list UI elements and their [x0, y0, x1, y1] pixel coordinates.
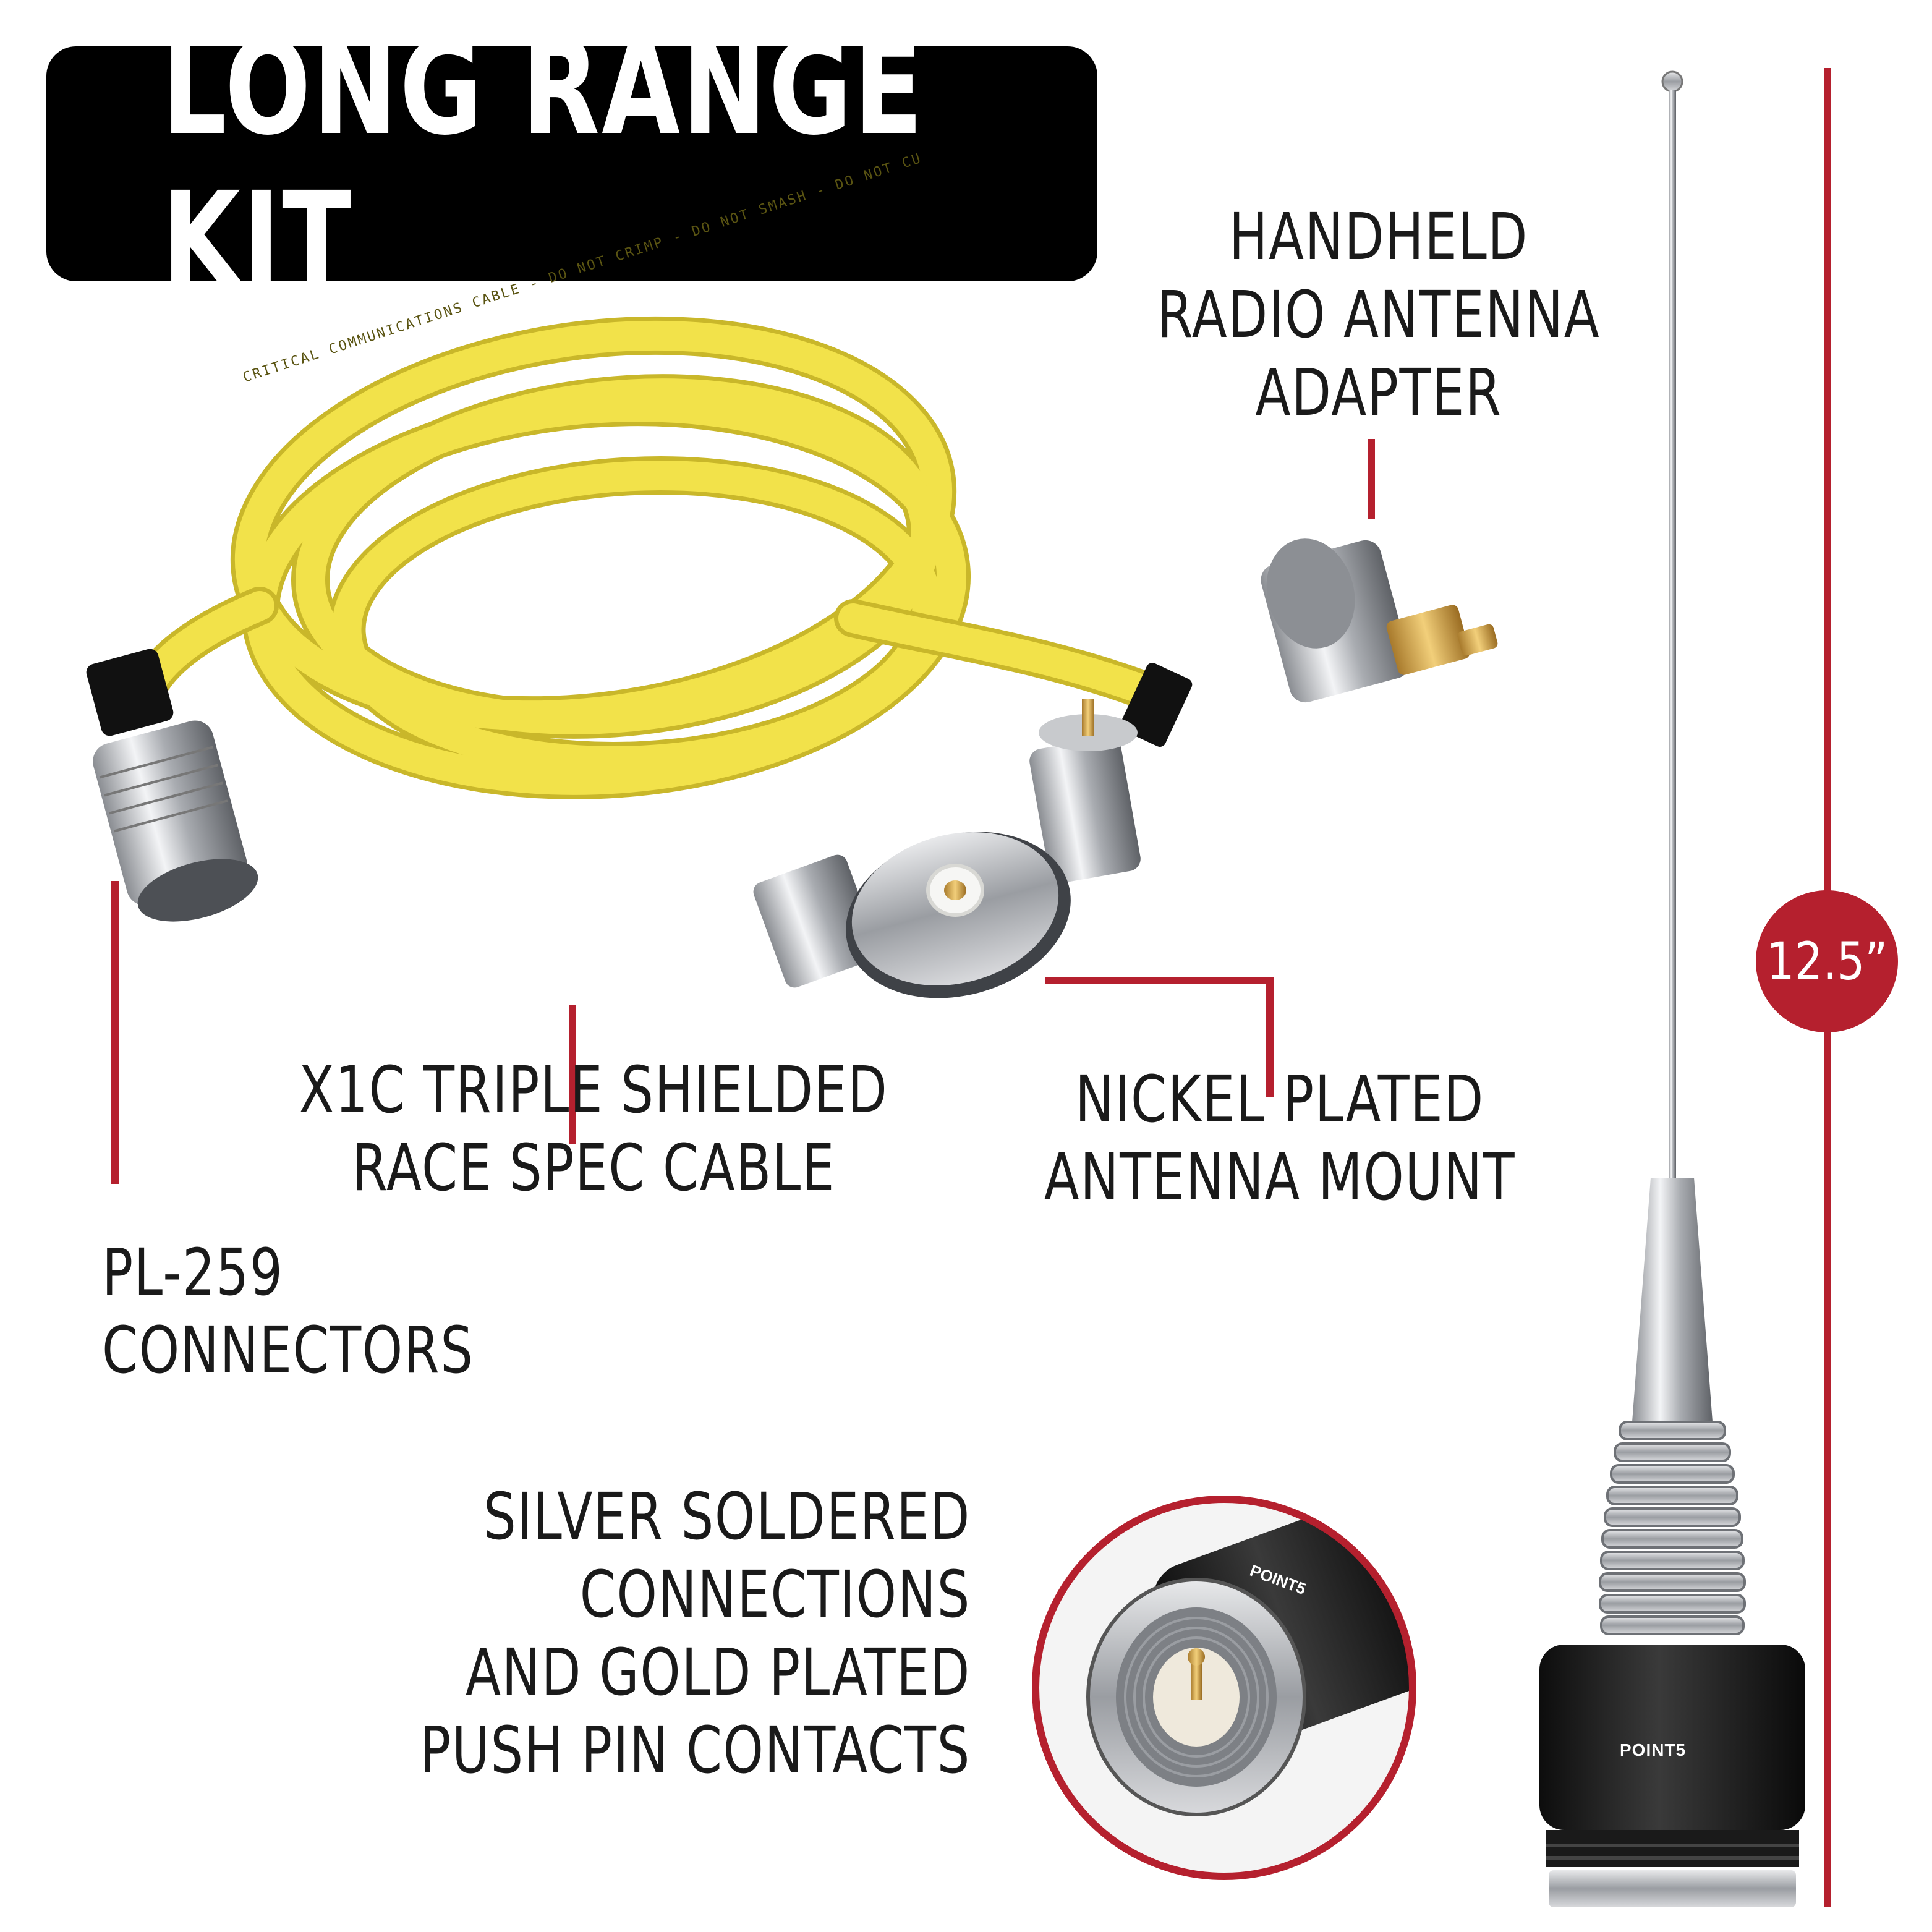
label-cable: X1C TRIPLE SHIELDED RACE SPEC CABLE	[277, 1051, 910, 1207]
label-adapter-line-2: RADIO ANTENNA	[1157, 277, 1601, 352]
connectors-callout-line	[111, 881, 119, 1184]
whip-antenna	[1539, 70, 1805, 1907]
label-solder: SILVER SOLDERED CONNECTIONS AND GOLD PLA…	[343, 1478, 971, 1789]
adapter-callout-line	[1368, 439, 1375, 519]
label-adapter: HANDHELD RADIO ANTENNA ADAPTER	[1156, 198, 1601, 432]
label-solder-line-2: CONNECTIONS	[579, 1557, 971, 1632]
label-solder-line-3: AND GOLD PLATED	[466, 1635, 971, 1710]
pl259-connector-right	[1029, 663, 1193, 883]
label-connectors: PL-259 CONNECTORS	[102, 1233, 474, 1389]
label-adapter-line-3: ADAPTER	[1255, 355, 1502, 430]
mount-callout-horizontal	[1045, 977, 1274, 984]
mount-callout-vertical	[1266, 977, 1274, 1097]
label-cable-line-2: RACE SPEC CABLE	[351, 1130, 836, 1206]
label-solder-line-1: SILVER SOLDERED	[483, 1479, 971, 1554]
antenna-brand-mark: POINT5	[1620, 1740, 1687, 1760]
antenna-adapter	[1261, 538, 1498, 703]
antenna-height-badge: 12.5”	[1756, 890, 1898, 1032]
label-cable-line-1: X1C TRIPLE SHIELDED	[299, 1052, 888, 1128]
label-mount: NICKEL PLATED ANTENNA MOUNT	[1032, 1060, 1527, 1216]
antenna-mount	[753, 832, 1071, 998]
pl259-connector-left	[86, 649, 258, 922]
label-connectors-line-1: PL-259	[102, 1235, 284, 1310]
label-solder-line-4: PUSH PIN CONTACTS	[420, 1713, 971, 1788]
cable-callout-line	[569, 1005, 576, 1144]
coax-cable-coil	[123, 316, 1169, 799]
antenna-height-value: 12.5”	[1766, 931, 1887, 992]
label-mount-line-2: ANTENNA MOUNT	[1044, 1139, 1516, 1215]
label-connectors-line-2: CONNECTORS	[102, 1313, 474, 1388]
inset-closeup	[1032, 1496, 1416, 1880]
label-mount-line-1: NICKEL PLATED	[1075, 1062, 1484, 1137]
label-adapter-line-1: HANDHELD	[1228, 199, 1529, 274]
